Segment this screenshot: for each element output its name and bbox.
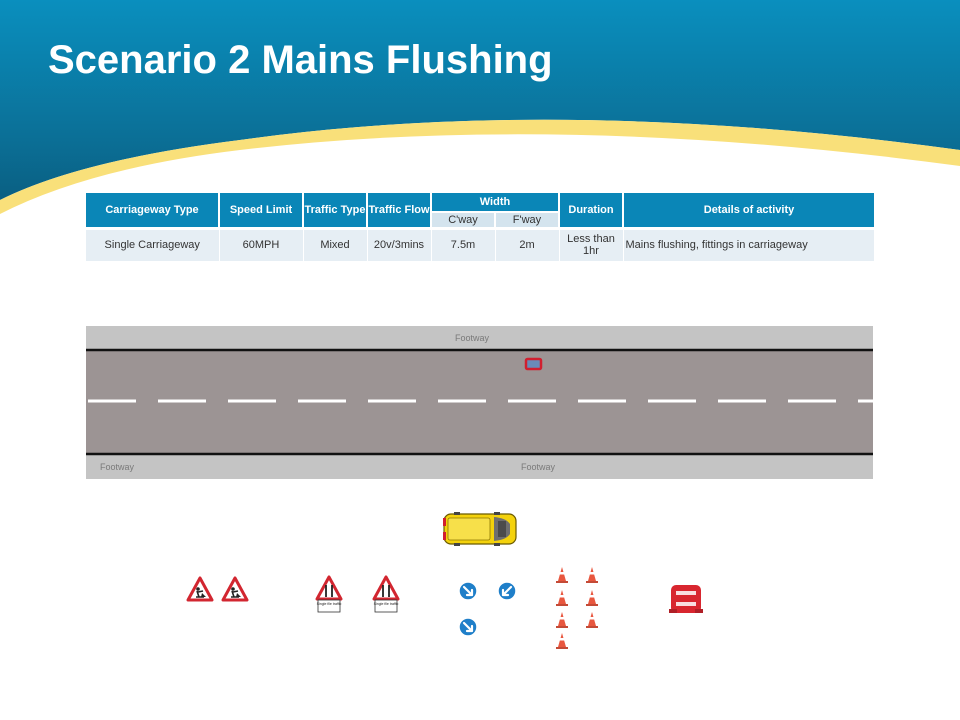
header-width: Width xyxy=(430,193,559,212)
footway-label-top: Footway xyxy=(455,333,490,343)
header-cway: C'way xyxy=(430,210,495,229)
cell-details: Mains flushing, fittings in carriageway xyxy=(622,227,874,261)
van-icon[interactable] xyxy=(443,512,517,546)
cell-fway: 2m xyxy=(494,227,559,261)
cell-carriageway-type: Single Carriageway xyxy=(86,227,219,261)
plate-label: Single file traffic xyxy=(317,602,342,606)
footway-bottom xyxy=(86,454,873,479)
table-row: Single Carriageway 60MPH Mixed 20v/3mins… xyxy=(86,227,874,261)
cell-traffic-flow: 20v/3mins xyxy=(366,227,431,261)
footway-top xyxy=(86,326,873,350)
cell-cway: 7.5m xyxy=(430,227,495,261)
cell-traffic-type: Mixed xyxy=(302,227,367,261)
footway-label-bottom-left: Footway xyxy=(100,462,135,472)
cell-duration: Less than 1hr xyxy=(558,227,623,261)
header-details: Details of activity xyxy=(622,193,874,229)
road-narrows-sign-group-2[interactable]: Single file traffic xyxy=(372,575,400,613)
road-narrows-sign-icon[interactable] xyxy=(372,575,400,601)
excavation-icon[interactable] xyxy=(524,357,543,371)
header-fway: F'way xyxy=(494,210,559,229)
keep-left-sign-icon[interactable] xyxy=(457,580,479,602)
page-title: Scenario 2 Mains Flushing xyxy=(48,38,553,82)
supplementary-plate xyxy=(317,599,341,613)
traffic-cone-icon[interactable] xyxy=(586,567,598,583)
traffic-cone-icon[interactable] xyxy=(586,590,598,606)
traffic-cone-icon[interactable] xyxy=(586,612,598,628)
header-banner xyxy=(0,0,960,214)
barrier-icon[interactable] xyxy=(669,585,703,613)
header-speed-limit: Speed Limit xyxy=(218,193,303,229)
header-traffic-flow: Traffic Flow xyxy=(366,193,431,229)
traffic-cone-icon[interactable] xyxy=(556,633,568,649)
plate-label: Single file traffic xyxy=(374,602,399,606)
keep-left-sign-icon[interactable] xyxy=(457,616,479,638)
footway-label-bottom-right: Footway xyxy=(521,462,556,472)
road-works-sign-icon[interactable] xyxy=(221,576,249,602)
road-narrows-sign-group-1[interactable]: Single file traffic xyxy=(315,575,343,613)
road-narrows-sign-icon[interactable] xyxy=(315,575,343,601)
traffic-cone-icon[interactable] xyxy=(556,612,568,628)
cell-speed-limit: 60MPH xyxy=(218,227,303,261)
header-traffic-type: Traffic Type xyxy=(302,193,367,229)
header-duration: Duration xyxy=(558,193,623,229)
header-carriageway-type: Carriageway Type xyxy=(86,193,219,229)
traffic-cone-icon[interactable] xyxy=(556,590,568,606)
keep-right-sign-icon[interactable] xyxy=(496,580,518,602)
road-works-sign-icon[interactable] xyxy=(186,576,214,602)
supplementary-plate xyxy=(374,599,398,613)
scenario-info-table: Carriageway Type Speed Limit Traffic Typ… xyxy=(86,193,874,261)
traffic-cone-icon[interactable] xyxy=(556,567,568,583)
